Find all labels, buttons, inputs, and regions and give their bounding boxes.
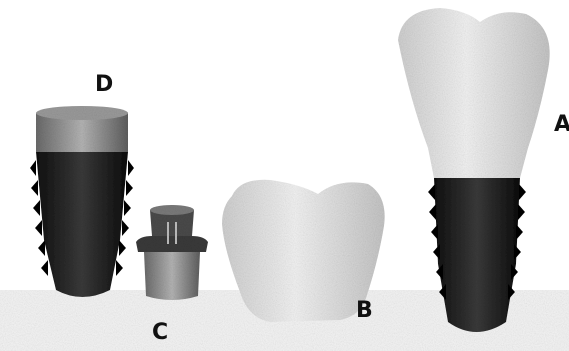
implant-fixture-d — [30, 106, 134, 297]
label-d: D — [95, 74, 113, 96]
label-c: C — [152, 322, 168, 344]
abutment-c — [136, 205, 208, 300]
assembled-implant-a — [398, 8, 550, 332]
label-a: A — [554, 114, 569, 136]
label-b: B — [356, 300, 373, 322]
